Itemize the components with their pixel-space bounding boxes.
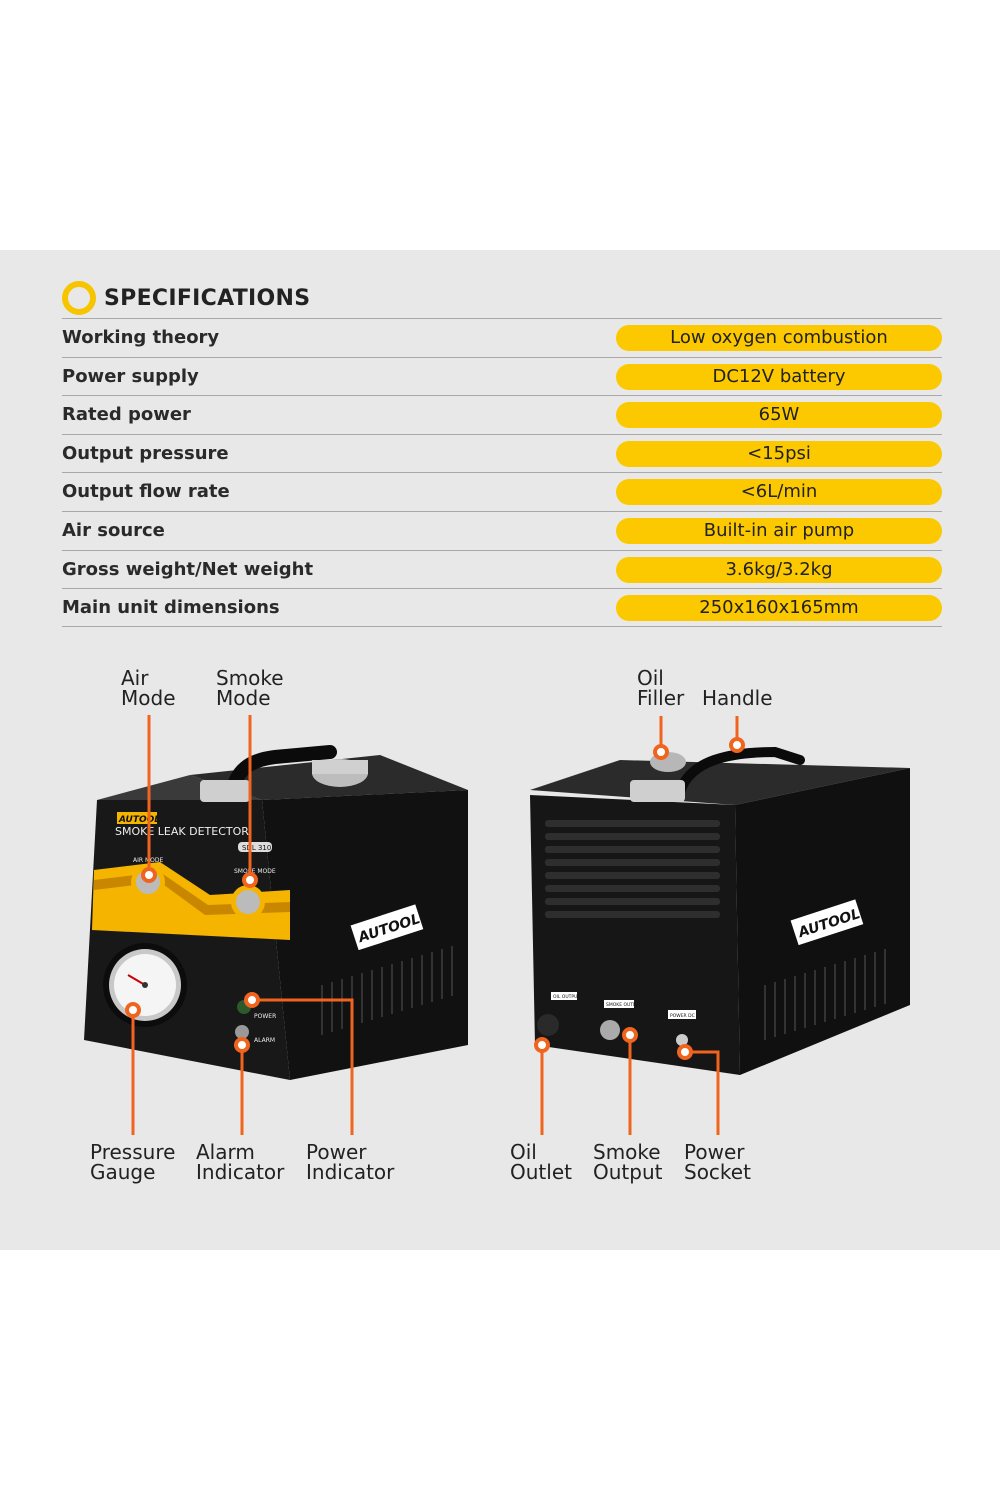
spec-row: Air source Built-in air pump xyxy=(62,510,942,550)
spec-value: <6L/min xyxy=(616,479,942,506)
callout-power-indicator: Power Indicator xyxy=(306,1140,395,1184)
brand-badge: AUTOOL xyxy=(118,815,160,825)
callout-handle: Handle xyxy=(702,686,773,710)
spec-row: Power supply DC12V battery xyxy=(62,356,942,396)
spec-value: 3.6kg/3.2kg xyxy=(616,556,942,583)
alarm-indicator-label: ALARM xyxy=(254,1037,275,1044)
spec-header: SPECIFICATIONS xyxy=(62,281,311,315)
spec-label: Power supply xyxy=(62,365,199,387)
callout-oil-outlet: Oil Outlet xyxy=(510,1140,572,1184)
callout-power-socket: Power Socket xyxy=(684,1140,751,1184)
oil-output-label: OIL OUTPUT xyxy=(553,994,580,1000)
spec-label: Working theory xyxy=(62,327,220,348)
spec-title: SPECIFICATIONS xyxy=(104,285,311,311)
power-indicator-label: POWER xyxy=(254,1013,276,1020)
spec-value: 65W xyxy=(616,402,942,429)
callout-dots xyxy=(125,737,745,1060)
callout-alarm-indicator: Alarm Indicator xyxy=(196,1140,285,1184)
model-code: SDL 310 xyxy=(242,844,271,852)
spec-label: Output flow rate xyxy=(62,481,230,503)
power-socket-label: POWER DC xyxy=(670,1013,695,1019)
callout-air-mode: Air Mode xyxy=(121,666,176,710)
spec-value: Low oxygen combustion xyxy=(616,325,942,351)
spec-table: Working theory Low oxygen combustion Powe… xyxy=(62,318,942,627)
back-unit: AUTOOL OIL OUTPUT SMOKE OUTLET POWER DC xyxy=(530,746,910,1075)
spec-row: Gross weight/Net weight 3.6kg/3.2kg xyxy=(62,549,942,589)
model-label: SMOKE LEAK DETECTOR xyxy=(115,825,249,838)
spec-value: DC12V battery xyxy=(616,363,942,390)
spec-value: <15psi xyxy=(616,440,942,467)
spec-row: Main unit dimensions 250x160x165mm xyxy=(62,588,942,627)
front-unit: AUTOOL SMOKE LEAK DETECTOR SDL 310 AIR M… xyxy=(84,745,468,1080)
smoke-outlet-label: SMOKE OUTLET xyxy=(606,1002,641,1008)
callout-pressure-gauge: Pressure Gauge xyxy=(90,1140,176,1184)
callout-oil-filler: Oil Filler xyxy=(637,666,685,710)
spec-label: Rated power xyxy=(62,404,191,426)
spec-row: Rated power 65W xyxy=(62,395,942,434)
spec-row: Output flow rate <6L/min xyxy=(62,472,942,511)
spec-label: Output pressure xyxy=(62,442,229,464)
spec-label: Gross weight/Net weight xyxy=(62,558,314,580)
ring-icon xyxy=(62,281,96,315)
spec-row: Output pressure <15psi xyxy=(62,433,942,473)
spec-value: Built-in air pump xyxy=(616,517,942,544)
spec-value: 250x160x165mm xyxy=(616,595,942,622)
spec-label: Main unit dimensions xyxy=(62,597,280,619)
smoke-mode-label: SMOKE MODE xyxy=(234,868,276,875)
callout-smoke-mode: Smoke Mode xyxy=(216,666,284,710)
callout-smoke-output: Smoke Output xyxy=(593,1140,663,1184)
spec-row: Working theory Low oxygen combustion xyxy=(62,318,942,357)
spec-label: Air source xyxy=(62,519,165,541)
